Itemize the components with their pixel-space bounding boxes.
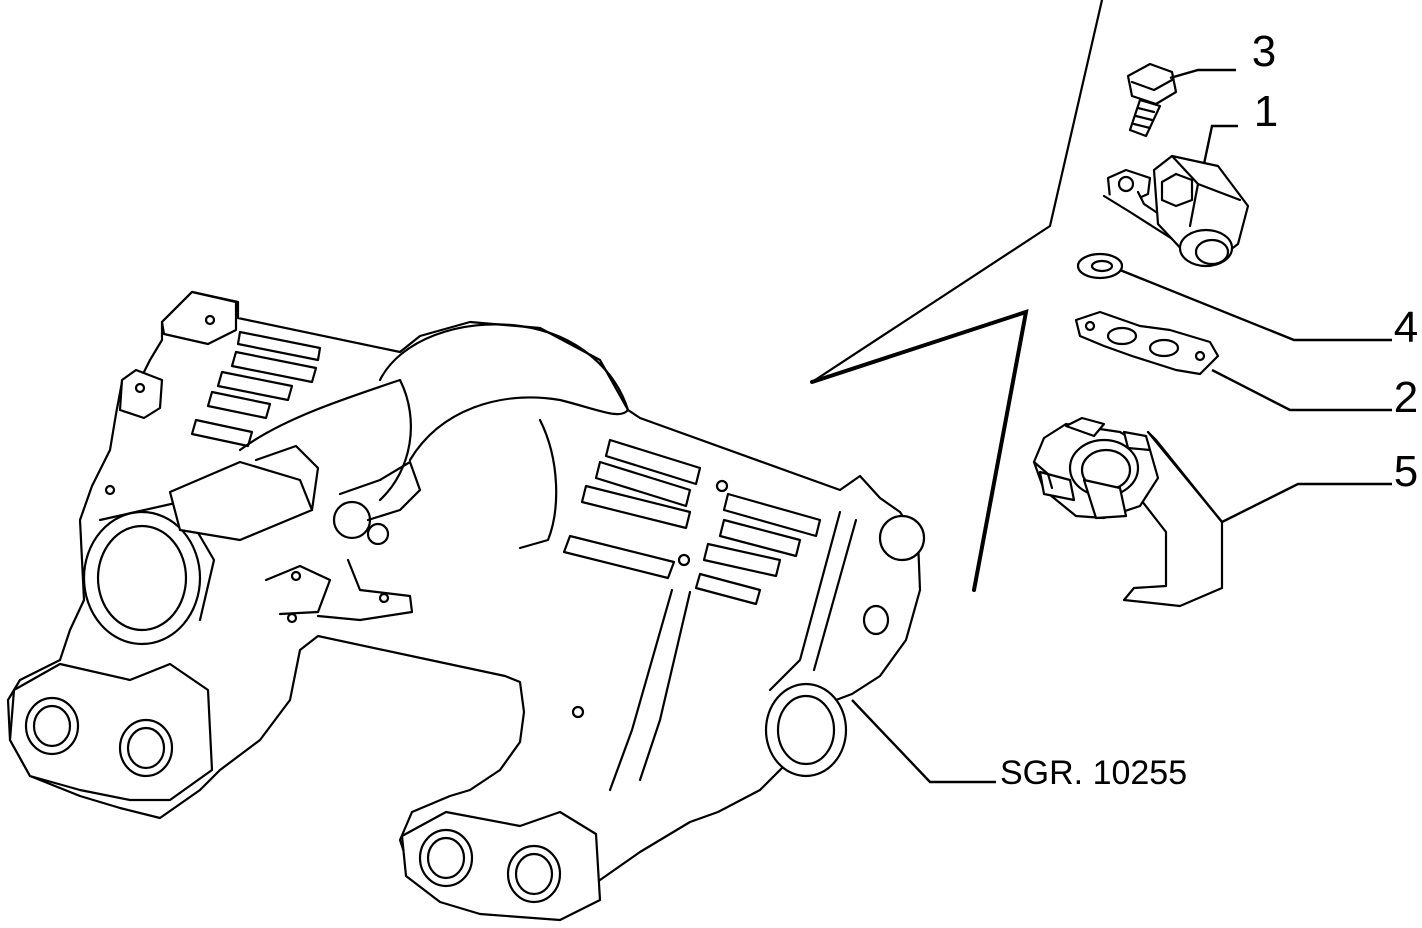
reference-label: SGR. 10255: [1000, 754, 1187, 792]
leader-4: [1119, 268, 1392, 342]
explosion-pointer: [810, 0, 1104, 592]
gasket-part-drawing: [1074, 310, 1220, 376]
callout-leaders: [851, 68, 1392, 784]
bracket-part-drawing: [1032, 416, 1224, 608]
leader-3: [1169, 68, 1236, 80]
leader-5: [1221, 482, 1392, 524]
leader-1: [1202, 124, 1238, 165]
bolt-part-drawing: [1126, 62, 1178, 138]
leader-2: [1211, 368, 1392, 412]
callout-2: 2: [1394, 373, 1418, 422]
callout-1: 1: [1254, 87, 1278, 136]
callout-4: 4: [1394, 303, 1418, 352]
callout-labels: 3 1 4 2 5 SGR. 10255: [1000, 27, 1418, 792]
intake-manifold-drawing: [6, 290, 926, 922]
o-ring-part-drawing: [1076, 252, 1124, 280]
callout-5: 5: [1394, 447, 1418, 496]
actuator-part-drawing: [1102, 154, 1250, 268]
callout-3: 3: [1252, 27, 1276, 76]
leader-reference: [851, 699, 996, 784]
